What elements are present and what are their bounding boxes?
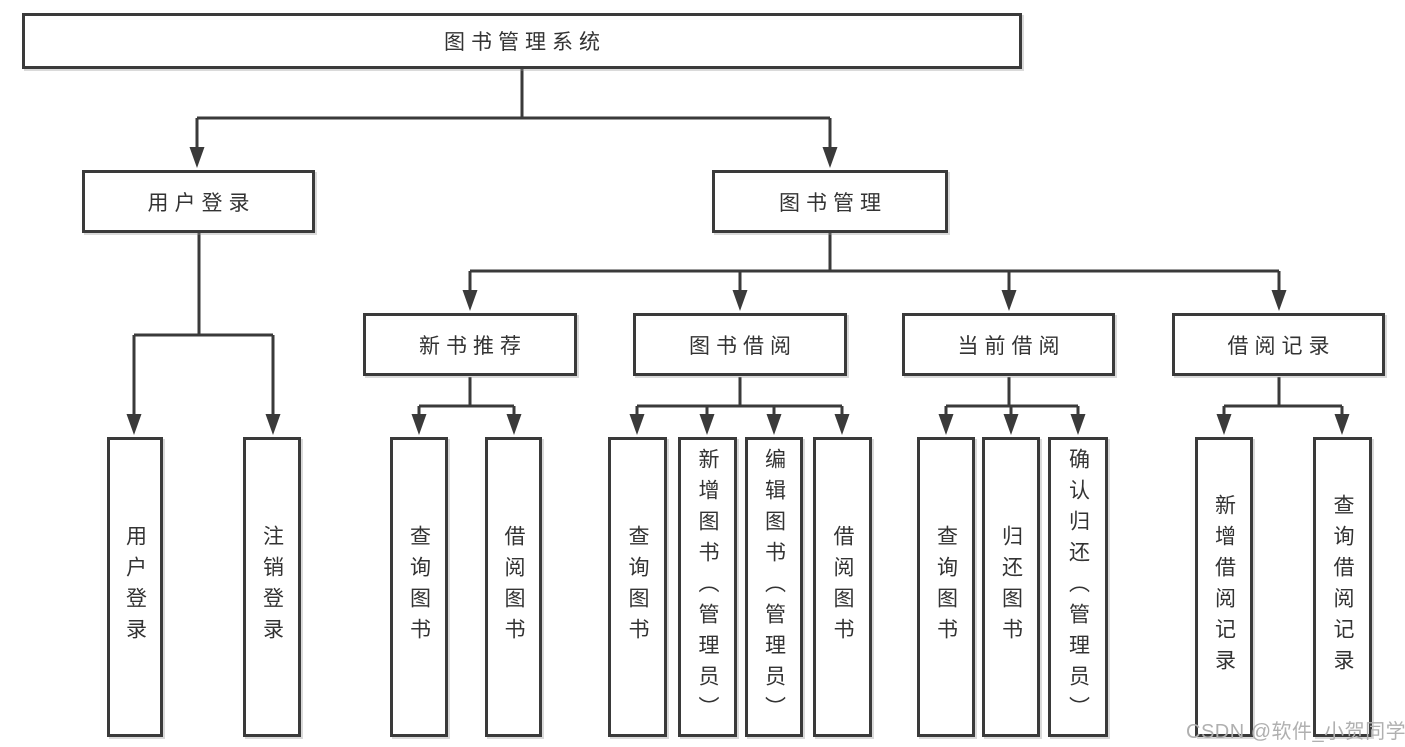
arrow-icon	[411, 414, 427, 435]
node-label: 查询图书	[626, 525, 649, 649]
leaf-user-login: 用户登录	[107, 437, 163, 737]
arrow-icon	[265, 414, 281, 435]
arrow-icon	[1271, 290, 1287, 311]
node-label: 图书管理	[779, 191, 887, 215]
leaf-add-borrow-record: 新增借阅记录	[1195, 437, 1253, 737]
connector-borrow-records-children	[1222, 377, 1344, 417]
node-label: 新书推荐	[419, 334, 527, 358]
leaf-return-books: 归还图书	[982, 437, 1040, 737]
arrow-icon	[462, 290, 478, 311]
leaf-query-books-current: 查询图书	[917, 437, 975, 737]
connector-new-book-recommend-children	[417, 377, 516, 417]
leaf-borrow-books-recommend: 借阅图书	[485, 437, 542, 737]
arrow-icon	[1334, 414, 1350, 435]
node-book-borrow: 图书借阅	[633, 313, 847, 376]
node-label: 查询图书	[934, 525, 958, 649]
arrow-icon	[938, 414, 954, 435]
node-borrow-records: 借阅记录	[1172, 313, 1385, 376]
node-user-login: 用户登录	[82, 170, 315, 233]
node-label: 图书借阅	[689, 334, 797, 358]
node-label: 新增图书（管理员）	[696, 447, 719, 727]
arrowheads	[126, 147, 1350, 435]
connector-book-management-children	[468, 233, 1281, 293]
arrow-icon	[822, 147, 838, 168]
arrow-icon	[1070, 414, 1086, 435]
node-label: 借阅记录	[1227, 334, 1336, 358]
arrow-icon	[1003, 414, 1019, 435]
leaf-query-books-recommend: 查询图书	[390, 437, 448, 737]
leaf-edit-books-admin: 编辑图书（管理员）	[745, 437, 803, 737]
node-label: 编辑图书（管理员）	[762, 447, 786, 727]
arrow-icon	[732, 290, 748, 311]
arrow-icon	[1001, 290, 1017, 311]
node-label: 借阅图书	[831, 525, 854, 649]
node-library-system: 图书管理系统	[22, 13, 1022, 69]
node-new-book-recommend: 新书推荐	[363, 313, 577, 376]
node-label: 注销登录	[260, 525, 284, 649]
node-book-management: 图书管理	[712, 170, 948, 233]
leaf-borrow-books: 借阅图书	[813, 437, 872, 737]
leaf-query-borrow-record: 查询借阅记录	[1313, 437, 1372, 737]
node-label: 用户登录	[147, 191, 256, 215]
arrow-icon	[1216, 414, 1232, 435]
node-label: 图书管理系统	[444, 31, 606, 54]
leaf-logout: 注销登录	[243, 437, 301, 737]
node-label: 新增借阅记录	[1212, 494, 1236, 680]
arrow-icon	[189, 147, 205, 168]
arrow-icon	[629, 414, 645, 435]
leaf-confirm-return-admin: 确认归还（管理员）	[1048, 437, 1108, 737]
leaf-add-books-admin: 新增图书（管理员）	[678, 437, 737, 737]
node-label: 归还图书	[999, 525, 1023, 649]
connector-root-to-level2	[195, 69, 832, 150]
connector-user-login-children	[132, 233, 275, 417]
arrow-icon	[834, 414, 850, 435]
arrow-icon	[699, 414, 715, 435]
node-label: 确认归还（管理员）	[1066, 447, 1090, 727]
leaf-query-books-borrow: 查询图书	[608, 437, 667, 737]
node-current-borrow: 当前借阅	[902, 313, 1115, 376]
watermark: CSDN @软件_小贺同学	[1186, 721, 1405, 743]
node-label: 借阅图书	[502, 525, 525, 649]
connector-current-borrow-children	[944, 377, 1080, 417]
arrow-icon	[506, 414, 522, 435]
connector-book-borrow-children	[635, 377, 844, 417]
arrow-icon	[766, 414, 782, 435]
arrow-icon	[126, 414, 142, 435]
node-label: 当前借阅	[957, 334, 1066, 358]
node-label: 查询借阅记录	[1331, 494, 1354, 680]
node-label: 查询图书	[407, 525, 431, 649]
node-label: 用户登录	[123, 525, 147, 649]
